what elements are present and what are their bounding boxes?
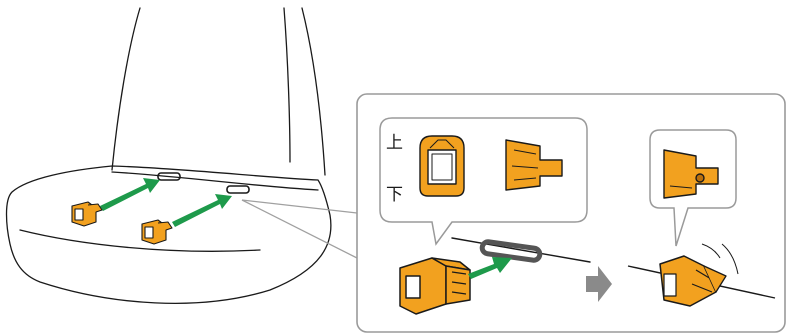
clip-front-view bbox=[419, 135, 465, 197]
seatback-outline bbox=[111, 7, 141, 171]
installed-clip bbox=[627, 243, 776, 307]
seat-slot-left bbox=[157, 172, 181, 181]
seatback-right-edge bbox=[301, 7, 326, 176]
slot-loop bbox=[479, 239, 543, 263]
green-arrow-insert bbox=[468, 257, 512, 279]
clip-perspective bbox=[399, 257, 471, 315]
seat-slot-right bbox=[226, 185, 250, 194]
seat-front-crease bbox=[19, 229, 261, 252]
seatback-inner-line bbox=[283, 7, 291, 163]
seat-rear-crease bbox=[111, 171, 319, 191]
seat-insert-arrows bbox=[100, 178, 232, 227]
snap-arc bbox=[721, 243, 739, 275]
step-arrow bbox=[586, 266, 612, 302]
seat-cushion-outline bbox=[5, 165, 332, 304]
label-up: 上 bbox=[386, 133, 403, 153]
clip-side-view bbox=[505, 139, 563, 191]
green-arrow-right bbox=[172, 194, 232, 227]
green-arrow-left bbox=[100, 178, 160, 211]
seat-clip-right bbox=[141, 219, 173, 245]
callout-lines bbox=[241, 199, 358, 259]
wire-and-slot bbox=[451, 237, 591, 263]
seat-illustration bbox=[5, 7, 332, 304]
seat-clip-left bbox=[71, 201, 103, 227]
wire-line bbox=[451, 237, 591, 263]
label-down: 下 bbox=[386, 185, 403, 205]
clip-engaged-side-view bbox=[663, 149, 719, 199]
